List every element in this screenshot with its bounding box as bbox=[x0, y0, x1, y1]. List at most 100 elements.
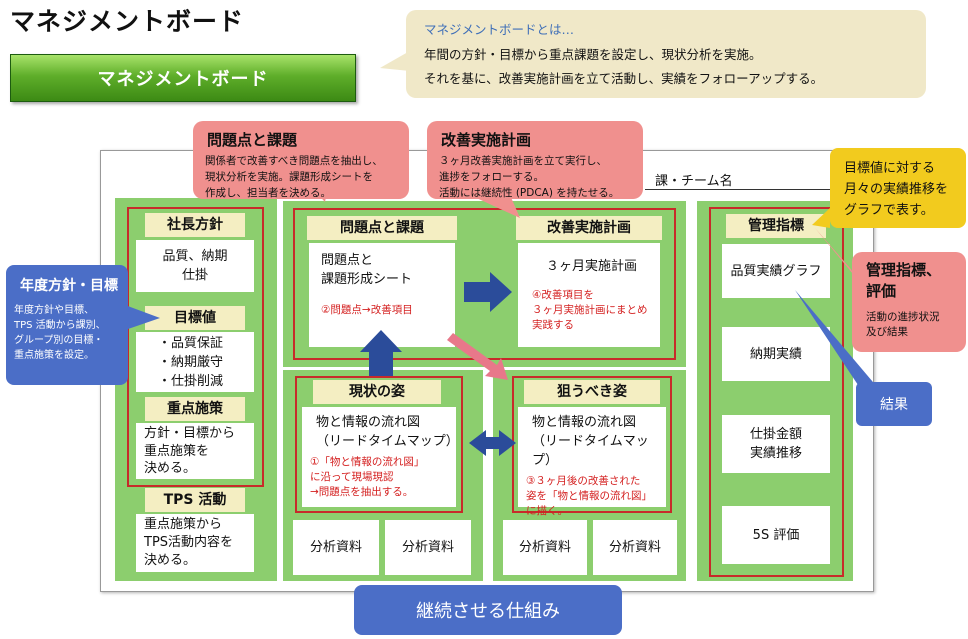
target-graph-line-3: グラフで表す。 bbox=[844, 203, 934, 218]
problems-callout-title: 問題点と課題 bbox=[207, 131, 298, 149]
annual-callout-line-1: 年度方針や目標、 bbox=[14, 305, 94, 316]
result-callout: 結果 bbox=[856, 382, 932, 426]
plan-note-2: ３ヶ月実施計画にまとめ bbox=[532, 304, 648, 316]
current-line-1: 物と情報の流れ図 bbox=[316, 415, 421, 430]
problems-callout-line-3: 作成し、担当者を決める。 bbox=[205, 187, 331, 199]
intro-heading: マネジメントボードとは… bbox=[424, 22, 575, 37]
current-note-3: →問題点を抽出する。 bbox=[310, 486, 414, 498]
plan-callout-line-2: 進捗をフォローする。 bbox=[439, 171, 544, 183]
focus-line-3: 決める。 bbox=[144, 461, 197, 476]
target-state-doc-2: 分析資料 bbox=[593, 520, 677, 575]
result-callout-tail bbox=[795, 290, 878, 388]
tps-line-2: TPS活動内容を bbox=[144, 535, 234, 550]
target-state-line-2: （リードタイムマップ） bbox=[532, 434, 649, 468]
arrow-problems-to-target-state bbox=[447, 333, 508, 380]
indicators-label: 管理指標 bbox=[726, 214, 826, 238]
target-state-doc-1: 分析資料 bbox=[503, 520, 587, 575]
annual-callout: 年度方針・目標 年度方針や目標、 TPS 活動から課別、 グループ別の目標・ 重… bbox=[6, 265, 128, 385]
tps-line-3: 決める。 bbox=[144, 553, 197, 568]
target-state-note-3: に描く。 bbox=[526, 505, 568, 517]
plan-callout-line-1: ３ヶ月改善実施計画を立て実行し、 bbox=[439, 155, 607, 167]
indicators-callout-text: 活動の進捗状況 及び結果 bbox=[866, 310, 940, 340]
policy-box: 品質、納期 仕掛 bbox=[136, 240, 254, 292]
problems-callout-line-2: 現状分析を実施。課題形成シートを bbox=[205, 171, 373, 183]
target-state-note-2: 姿を「物と情報の流れ図」 bbox=[526, 490, 652, 502]
plan-box: ３ヶ月実施計画 ④改善項目を ３ヶ月実施計画にまとめ 実践する bbox=[518, 243, 660, 347]
target-state-line-1: 物と情報の流れ図 bbox=[532, 415, 637, 430]
current-box: 物と情報の流れ図 （リードタイムマップ） ①「物と情報の流れ図」 に沿って現場現… bbox=[302, 407, 459, 507]
arrow-problems-to-plan bbox=[464, 272, 512, 312]
left-red-frame bbox=[127, 207, 264, 487]
indicators-callout: 管理指標、 評価 活動の進捗状況 及び結果 bbox=[852, 252, 966, 352]
target-item-2: ・納期厳守 bbox=[158, 355, 224, 370]
target-graph-line-2: 月々の実績推移を bbox=[844, 182, 949, 197]
policy-label: 社長方針 bbox=[145, 213, 245, 237]
current-doc-2: 分析資料 bbox=[385, 520, 471, 575]
team-name-line bbox=[645, 189, 855, 190]
plan-callout-line-3: 活動には継続性 (PDCA) を持たせる。 bbox=[439, 187, 620, 199]
plan-callout-title: 改善実施計画 bbox=[441, 131, 532, 149]
target-state-note-1: ③３ヶ月後の改善された bbox=[526, 475, 641, 487]
plan-callout-text: ３ヶ月改善実施計画を立て実行し、 進捗をフォローする。 活動には継続性 (PDC… bbox=[439, 153, 643, 201]
plan-note-3: 実践する bbox=[532, 319, 574, 331]
focus-box: 方針・目標から 重点施策を 決める。 bbox=[136, 423, 254, 479]
continuous-callout: 継続させる仕組み bbox=[354, 585, 622, 635]
problems-box: 問題点と 課題形成シート ②問題点→改善項目 bbox=[309, 243, 455, 347]
indicator-delivery: 納期実績 bbox=[722, 327, 830, 381]
target-state-box: 物と情報の流れ図 （リードタイムマップ） ③３ヶ月後の改善された 姿を「物と情報… bbox=[518, 407, 666, 517]
plan-callout: 改善実施計画 ３ヶ月改善実施計画を立て実行し、 進捗をフォローする。 活動には継… bbox=[427, 121, 643, 199]
current-label: 現状の姿 bbox=[313, 380, 441, 404]
current-doc-1: 分析資料 bbox=[293, 520, 379, 575]
current-note-2: に沿って現場現認 bbox=[310, 471, 394, 483]
target-box: ・品質保証 ・納期厳守 ・仕掛削減 bbox=[136, 332, 254, 392]
arrow-current-to-problems bbox=[360, 330, 402, 376]
indicator-5s: 5S 評価 bbox=[722, 506, 830, 564]
target-graph-callout-text: 目標値に対する 月々の実績推移を グラフで表す。 bbox=[844, 158, 948, 221]
annual-callout-line-4: 重点施策を設定。 bbox=[14, 350, 94, 361]
problems-note: ②問題点→改善項目 bbox=[321, 304, 413, 316]
indicator-wip: 仕掛金額 実績推移 bbox=[722, 415, 830, 473]
indicators-callout-line-2: 及び結果 bbox=[866, 326, 908, 338]
current-red-frame bbox=[295, 376, 463, 513]
target-item-3: ・仕掛削減 bbox=[158, 374, 224, 389]
banner: マネジメントボード bbox=[10, 54, 356, 102]
annual-callout-line-3: グループ別の目標・ bbox=[14, 335, 104, 346]
focus-line-1: 方針・目標から bbox=[144, 426, 236, 441]
policy-line-2: 仕掛 bbox=[181, 268, 208, 283]
plan-text: ３ヶ月実施計画 bbox=[546, 259, 638, 274]
problems-label: 問題点と課題 bbox=[307, 216, 457, 240]
target-graph-line-1: 目標値に対する bbox=[844, 161, 936, 176]
focus-line-2: 重点施策を bbox=[144, 443, 210, 459]
intro-note: マネジメントボードとは… 年間の方針・目標から重点課題を設定し、現状分析を実施。… bbox=[406, 10, 926, 98]
annual-callout-tail bbox=[125, 305, 160, 330]
intro-line-1: 年間の方針・目標から重点課題を設定し、現状分析を実施。 bbox=[424, 47, 762, 62]
indicators-callout-tail bbox=[815, 228, 862, 285]
annual-callout-title: 年度方針・目標 bbox=[20, 278, 118, 294]
problems-callout-line-1: 関係者で改善すべき問題点を抽出し、 bbox=[205, 155, 383, 167]
target-state-label: 狙うべき姿 bbox=[524, 380, 660, 404]
tps-label: TPS 活動 bbox=[145, 488, 245, 512]
current-line-2: （リードタイムマップ） bbox=[316, 434, 459, 449]
indicators-red-frame bbox=[709, 207, 844, 577]
focus-label: 重点施策 bbox=[145, 397, 245, 421]
intro-pointer bbox=[380, 52, 420, 72]
target-label: 目標値 bbox=[145, 306, 245, 330]
policy-line-1: 品質、納期 bbox=[162, 249, 228, 264]
indicators-callout-line-1: 活動の進捗状況 bbox=[866, 311, 940, 323]
indicator-quality: 品質実績グラフ bbox=[722, 244, 830, 298]
plan-label: 改善実施計画 bbox=[516, 216, 662, 240]
current-note-1: ①「物と情報の流れ図」 bbox=[310, 456, 425, 468]
target-graph-callout-tail bbox=[812, 208, 830, 228]
plan-note-1: ④改善項目を bbox=[532, 289, 594, 301]
annual-callout-line-2: TPS 活動から課別、 bbox=[14, 320, 106, 331]
target-item-1: ・品質保証 bbox=[158, 336, 224, 351]
annual-callout-text: 年度方針や目標、 TPS 活動から課別、 グループ別の目標・ 重点施策を設定。 bbox=[14, 303, 106, 363]
page-title: マネジメントボード bbox=[10, 7, 245, 36]
indicators-callout-title: 管理指標、 評価 bbox=[866, 261, 942, 300]
arrow-current-target-double bbox=[469, 430, 516, 456]
problems-callout-text: 関係者で改善すべき問題点を抽出し、 現状分析を実施。課題形成シートを 作成し、担… bbox=[205, 153, 405, 201]
intro-line-2: それを基に、改善実施計画を立て活動し、実績をフォローアップする。 bbox=[424, 71, 824, 86]
plan-callout-tail bbox=[470, 195, 520, 218]
problems-line-1: 問題点と bbox=[321, 253, 374, 268]
